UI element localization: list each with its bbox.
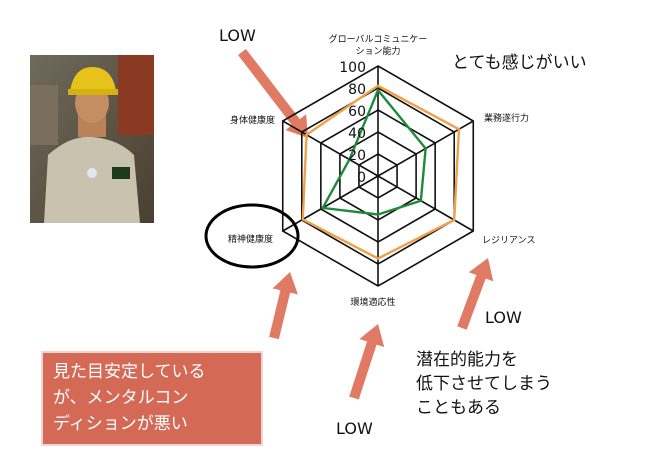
axis-label: 精神健康度 <box>228 233 273 245</box>
tick-label: 40 <box>348 126 366 142</box>
arrow-icon <box>269 272 298 340</box>
highlight-ring <box>204 203 300 269</box>
tick-label: 100 <box>339 60 366 76</box>
axis-label-line2: ション能力 <box>355 45 400 57</box>
axis-label: グローバルコミュニケー <box>329 33 428 45</box>
grid-spoke <box>282 120 379 177</box>
comment-text: とても感じがいい <box>452 53 587 73</box>
grid-spoke <box>377 175 474 232</box>
axis-label: 業務遂行力 <box>484 112 529 124</box>
grid-spoke <box>282 175 379 232</box>
low-label-top: LOW <box>219 26 256 45</box>
axis-label: 環境適応性 <box>350 296 395 308</box>
arrows-layer <box>238 48 494 400</box>
tick-label: 20 <box>348 148 366 164</box>
radar-ticks: 100 80 60 40 20 0 <box>339 60 366 186</box>
arrow-icon <box>457 258 494 330</box>
tick-label: 0 <box>357 170 366 186</box>
radar-grid <box>281 65 475 287</box>
low-label-right: LOW <box>485 308 522 327</box>
worker-photo <box>30 55 154 223</box>
axis-label: レジリアンス <box>482 236 535 246</box>
series-line <box>320 87 427 216</box>
tick-label: 60 <box>348 104 366 120</box>
axis-label: 身体健康度 <box>230 114 275 126</box>
radar-series <box>301 84 461 260</box>
tick-label: 80 <box>348 82 366 98</box>
low-label-bottom: LOW <box>336 419 373 438</box>
callout-box: 見た目安定している が、メンタルコン ディションが悪い <box>41 351 263 446</box>
arrow-icon <box>349 324 385 400</box>
potential-text: 潜在的能力を 低下させてしまう こともある <box>416 350 552 418</box>
series-line <box>301 84 461 260</box>
